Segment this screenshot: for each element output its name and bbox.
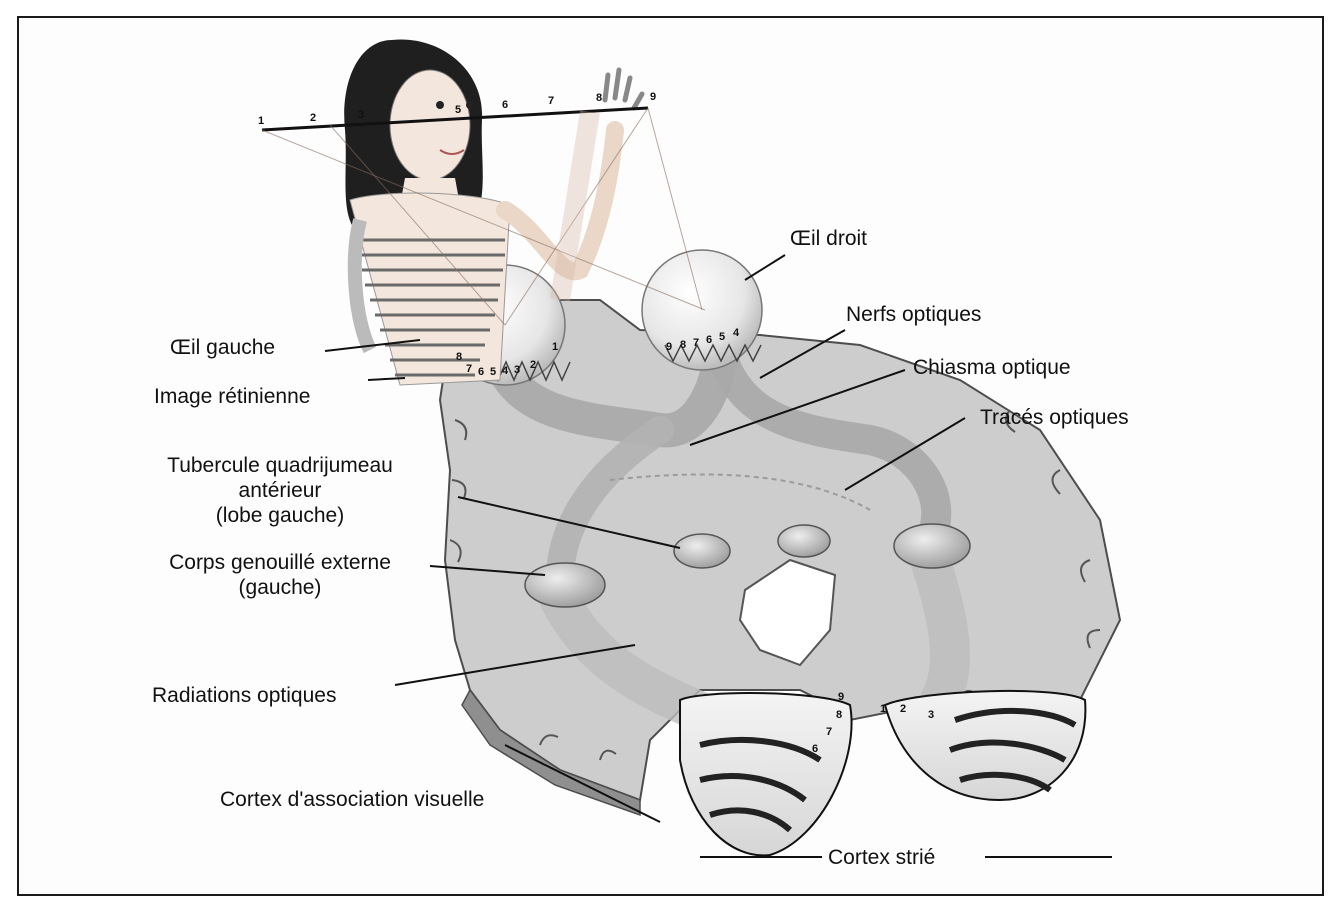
right-retina-number: 6 (706, 334, 712, 346)
left-retina-number: 2 (530, 359, 536, 371)
tubercule-line-1: Tubercule quadrijumeau (130, 453, 430, 478)
tubercule-line-2: antérieur (130, 478, 430, 503)
right-cortex-number: 2 (900, 703, 906, 715)
label-chiasma-optique: Chiasma optique (913, 355, 1071, 380)
label-nerfs-optiques: Nerfs optiques (846, 302, 981, 327)
visual-field-number: 2 (310, 112, 316, 124)
left-cortex-number: 6 (812, 743, 818, 755)
label-image-retinienne: Image rétinienne (154, 384, 310, 409)
left-cortex-number: 8 (836, 709, 842, 721)
right-retina-number: 4 (733, 327, 740, 339)
label-traces-optiques: Tracés optiques (980, 405, 1129, 430)
striate-cortex-views (680, 691, 1085, 855)
left-retina-number: 7 (466, 363, 472, 375)
right-cortex-number: 3 (928, 709, 934, 721)
left-retina-number: 5 (490, 366, 496, 378)
right-retina-number: 5 (719, 331, 725, 343)
label-cortex-strie: Cortex strié (828, 845, 935, 870)
visual-field-number: 9 (650, 91, 656, 103)
left-retina-number: 4 (502, 365, 509, 377)
corps-line-1: Corps genouillé externe (130, 550, 430, 575)
right-retina-number: 7 (693, 337, 699, 349)
label-cortex-association: Cortex d'association visuelle (220, 787, 484, 812)
visual-field-number: 3 (358, 109, 364, 121)
right-cortex-number: 1 (880, 703, 886, 715)
label-tubercule-quadrijumeau: Tubercule quadrijumeau antérieur (lobe g… (130, 453, 430, 528)
corps-line-2: (gauche) (130, 575, 430, 600)
tubercule-line-3: (lobe gauche) (130, 503, 430, 528)
visual-field-number: 1 (258, 115, 264, 127)
left-cortex-number: 9 (838, 691, 844, 703)
left-retina-number: 8 (456, 351, 462, 363)
label-radiations-optiques: Radiations optiques (152, 683, 336, 708)
left-retina-number: 3 (514, 364, 520, 376)
visual-field-number: 5 (455, 104, 461, 116)
visual-field-number: 7 (548, 95, 554, 107)
left-retina-number: 6 (478, 366, 484, 378)
right-retina-number: 8 (680, 339, 686, 351)
visual-field-number: 8 (596, 92, 602, 104)
label-oeil-droit: Œil droit (790, 226, 867, 251)
left-cortex-number: 7 (826, 726, 832, 738)
right-retina-number: 9 (666, 341, 672, 353)
visual-field-number: 6 (502, 99, 508, 111)
label-oeil-gauche: Œil gauche (170, 335, 275, 360)
label-corps-genouille: Corps genouillé externe (gauche) (130, 550, 430, 600)
left-retina-number: 1 (552, 341, 558, 353)
